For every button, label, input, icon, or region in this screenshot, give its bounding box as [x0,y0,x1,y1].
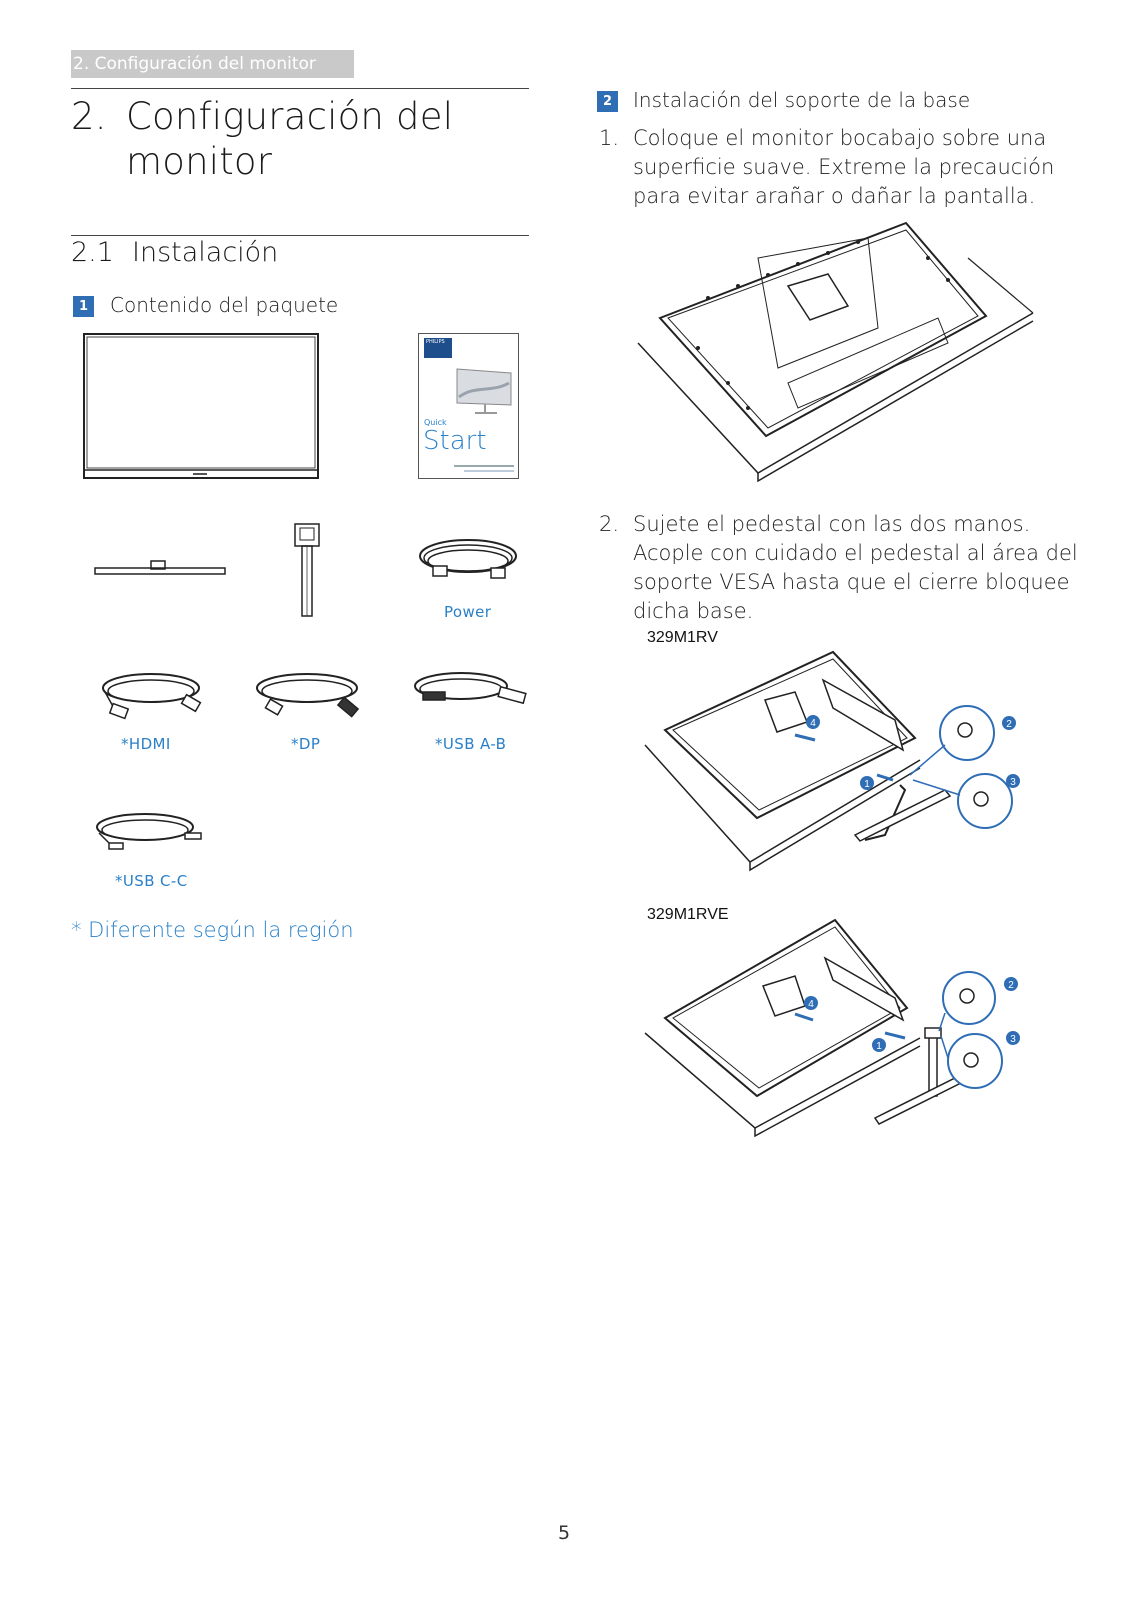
chapter-title-line1: Configuración del [126,95,454,138]
callout-4b: 4 [808,999,814,1010]
step2-badge: 2 [597,91,618,112]
callout-2: 2 [1006,719,1012,730]
stand-attach-329m1rve-illustration: 4 1 2 3 [644,918,1020,1138]
usb-ab-cable-illustration [414,672,527,705]
callout-4: 4 [810,718,816,729]
monitor-front-illustration [83,333,319,479]
chapter-number: 2. [71,95,107,138]
item1-line2: superficie suave. Extreme la precaución [633,155,1055,179]
item1-number: 1. [599,126,620,150]
section-rule [71,235,529,236]
power-cable-illustration [419,539,517,579]
quick-start-guide: PHILIPS Quick Start [418,333,519,479]
caption-dp: *DP [291,735,321,753]
page-number: 5 [558,1522,571,1544]
caption-usb-cc: *USB C-C [115,872,188,890]
model-label-329m1rv: 329M1RV [647,629,718,646]
item2-line2: Acople con cuidado el pedestal al área d… [633,541,1078,565]
stand-attach-329m1rv-illustration: 4 1 2 3 [644,650,1020,872]
hdmi-cable-illustration [102,673,202,720]
callout-3b: 3 [1010,1034,1016,1045]
model-label-329m1rve: 329M1RVE [647,906,729,923]
base-illustration [94,560,226,575]
usb-cc-cable-illustration [96,813,202,850]
monitor-facedown-illustration [637,221,1034,483]
running-header: 2. Configuración del monitor [71,50,354,78]
caption-hdmi: *HDMI [121,735,171,753]
caption-power: Power [444,603,492,621]
guide-monitor-image [456,368,512,414]
section-number: 2.1 [71,237,114,268]
item2-line1: Sujete el pedestal con las dos manos. [633,512,1031,536]
region-note: * Diferente según la región [71,918,354,942]
stand-column-illustration [294,523,320,617]
step1-title: Contenido del paquete [110,293,339,317]
item1-line1: Coloque el monitor bocabajo sobre una [633,126,1047,150]
dp-cable-illustration [256,673,360,718]
callout-2b: 2 [1008,980,1014,991]
section-title: Instalación [132,237,279,268]
caption-usb-ab: *USB A-B [435,735,507,753]
callout-3: 3 [1010,777,1016,788]
step1-badge: 1 [73,296,94,317]
chapter-title-line2: monitor [126,140,273,183]
item2-line3: soporte VESA hasta que el cierre bloquee [633,570,1070,594]
item2-line4: dicha base. [633,599,754,623]
callout-1b: 1 [876,1041,882,1052]
guide-brand: PHILIPS [426,339,445,345]
step2-title: Instalación del soporte de la base [633,88,971,112]
callout-1: 1 [864,779,870,790]
guide-quick: Quick [424,418,447,427]
item2-number: 2. [599,512,620,536]
guide-start: Start [423,426,487,456]
header-rule [71,88,529,89]
item1-line3: para evitar arañar o dañar la pantalla. [633,184,1036,208]
